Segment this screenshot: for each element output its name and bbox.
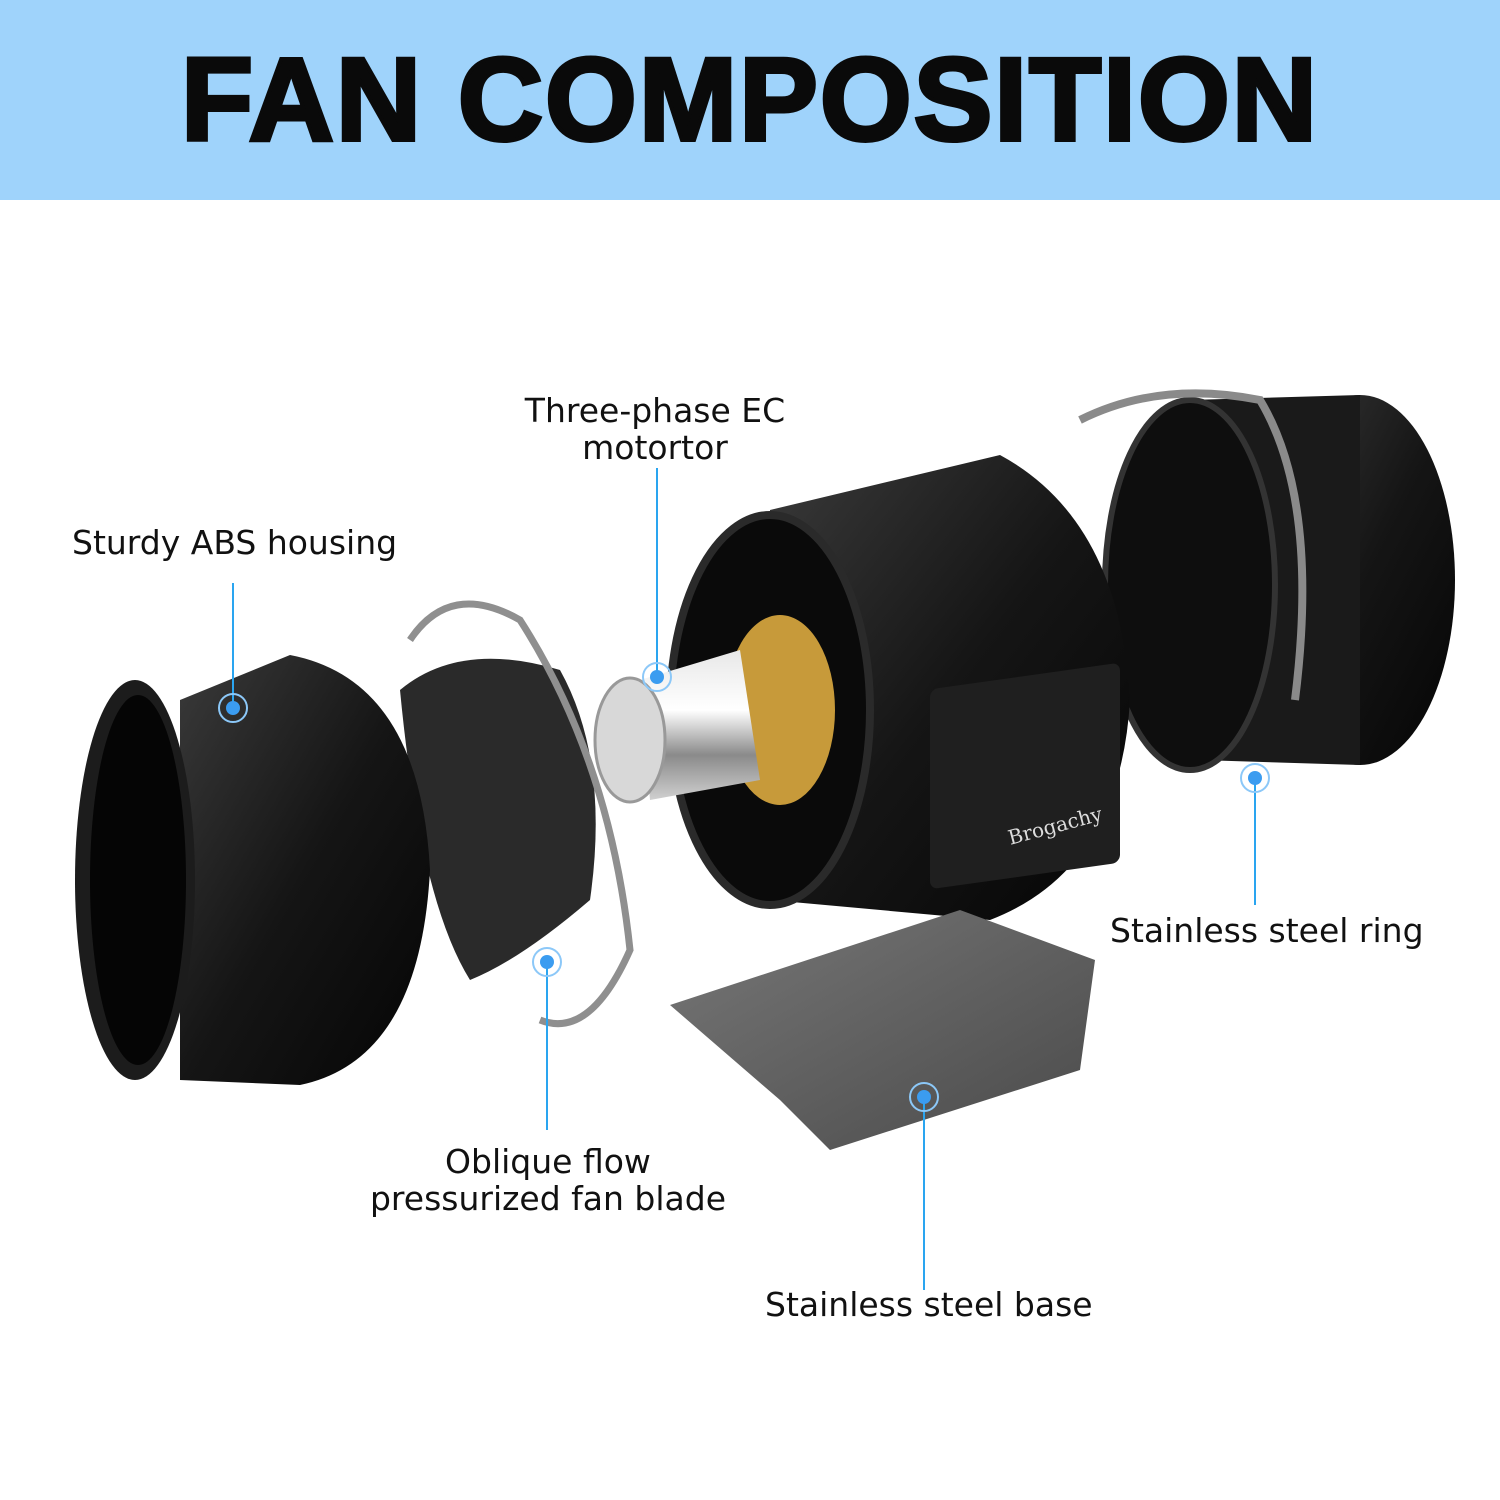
steel-base (670, 910, 1095, 1150)
right-duct-housing (1078, 389, 1455, 773)
callout-text: motortor (582, 428, 728, 467)
callout-text: Stainless steel ring (1110, 911, 1424, 950)
callout-text: Oblique flow (445, 1142, 651, 1181)
callout-label-motor: Three-phase EC motortor (500, 392, 810, 466)
callout-label-ring: Stainless steel ring (1110, 912, 1424, 949)
header-banner: FAN COMPOSITION (0, 0, 1500, 200)
callout-dot-icon (218, 693, 248, 723)
fan-blade (400, 600, 634, 1028)
callout-label-base: Stainless steel base (765, 1286, 1093, 1323)
callout-dot-icon (1240, 763, 1270, 793)
callout-label-housing: Sturdy ABS housing (72, 524, 397, 561)
left-duct-housing (75, 655, 430, 1085)
callout-dot-icon (642, 662, 672, 692)
page-title: FAN COMPOSITION (179, 34, 1319, 166)
callout-text: pressurized fan blade (369, 1179, 727, 1218)
ec-motor (593, 615, 835, 805)
callout-dot-icon (532, 947, 562, 977)
callout-text: Three-phase EC (524, 391, 786, 430)
callout-dots (218, 662, 1270, 1112)
callout-dot-icon (909, 1082, 939, 1112)
callout-label-blade: Oblique flow pressurized fan blade (348, 1143, 748, 1217)
callout-text: Sturdy ABS housing (72, 523, 398, 562)
callout-text: Stainless steel base (765, 1285, 1093, 1324)
